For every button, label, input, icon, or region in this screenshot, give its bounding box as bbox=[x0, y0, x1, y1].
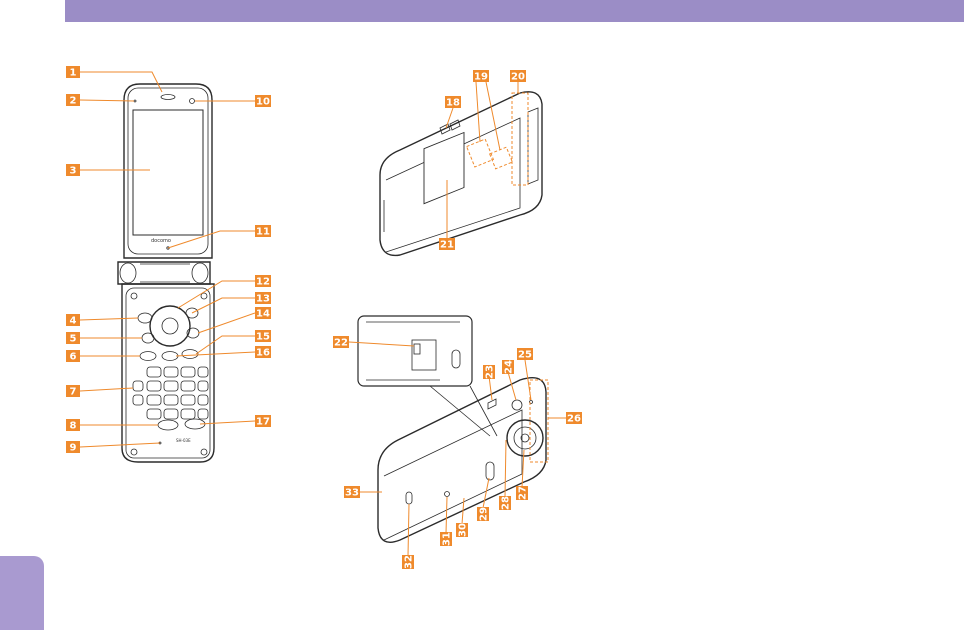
svg-text:28: 28 bbox=[501, 496, 512, 510]
callout-33: 33 bbox=[344, 486, 360, 499]
svg-text:8: 8 bbox=[70, 421, 77, 432]
callout-31: 31 bbox=[440, 532, 453, 546]
svg-text:26: 26 bbox=[567, 414, 581, 425]
callout-21: 21 bbox=[439, 238, 455, 251]
svg-text:30: 30 bbox=[458, 523, 469, 537]
svg-text:16: 16 bbox=[256, 348, 270, 359]
closed-phone-top-illustration bbox=[380, 92, 542, 256]
svg-text:1: 1 bbox=[70, 68, 77, 79]
svg-text:33: 33 bbox=[345, 488, 359, 499]
svg-text:6: 6 bbox=[70, 352, 77, 363]
svg-text:2: 2 bbox=[70, 96, 77, 107]
callout-29: 29 bbox=[477, 507, 490, 521]
svg-text:5: 5 bbox=[70, 334, 77, 345]
callout-10: 10 bbox=[255, 95, 271, 108]
callout-15: 15 bbox=[255, 330, 271, 343]
callout-27: 27 bbox=[516, 486, 529, 500]
svg-text:24: 24 bbox=[504, 360, 515, 374]
callout-2: 2 bbox=[66, 94, 80, 107]
battery-detail-inset bbox=[358, 316, 472, 386]
svg-text:25: 25 bbox=[518, 350, 532, 361]
brand-logo: docomo bbox=[151, 238, 171, 244]
svg-text:32: 32 bbox=[404, 555, 415, 569]
svg-text:31: 31 bbox=[442, 532, 453, 546]
callout-32: 32 bbox=[402, 555, 415, 569]
callout-24: 24 bbox=[502, 360, 515, 374]
svg-text:10: 10 bbox=[256, 97, 270, 108]
svg-text:21: 21 bbox=[440, 240, 454, 251]
svg-text:4: 4 bbox=[70, 316, 77, 327]
svg-text:3: 3 bbox=[70, 166, 77, 177]
callout-13: 13 bbox=[255, 292, 271, 305]
svg-text:20: 20 bbox=[511, 72, 525, 83]
callout-4: 4 bbox=[66, 314, 80, 327]
callout-12: 12 bbox=[255, 275, 271, 288]
svg-text:13: 13 bbox=[256, 294, 270, 305]
main-display bbox=[133, 110, 203, 235]
svg-text:22: 22 bbox=[334, 338, 348, 349]
svg-text:11: 11 bbox=[256, 227, 270, 238]
callout-23: 23 bbox=[483, 365, 496, 379]
callout-5: 5 bbox=[66, 332, 80, 345]
callout-14: 14 bbox=[255, 307, 271, 320]
callout-16: 16 bbox=[255, 346, 271, 359]
model-label: SH-03E bbox=[176, 438, 191, 443]
callout-20: 20 bbox=[510, 70, 526, 83]
svg-text:7: 7 bbox=[70, 387, 77, 398]
callout-19: 19 bbox=[473, 70, 489, 83]
dpad-ring bbox=[150, 306, 190, 346]
callout-18: 18 bbox=[445, 96, 461, 109]
callout-9: 9 bbox=[66, 441, 80, 454]
callout-30: 30 bbox=[456, 523, 469, 537]
callout-6: 6 bbox=[66, 350, 80, 363]
svg-text:12: 12 bbox=[256, 277, 270, 288]
earpiece bbox=[161, 95, 175, 100]
callout-28: 28 bbox=[499, 496, 512, 510]
callout-11: 11 bbox=[255, 225, 271, 238]
callout-7: 7 bbox=[66, 385, 80, 398]
svg-text:29: 29 bbox=[479, 507, 490, 521]
callout-1: 1 bbox=[66, 66, 80, 79]
svg-text:9: 9 bbox=[70, 443, 77, 454]
callout-17: 17 bbox=[255, 415, 271, 428]
svg-text:23: 23 bbox=[485, 365, 496, 379]
callout-26: 26 bbox=[566, 412, 582, 425]
camera-lens bbox=[507, 420, 543, 456]
callout-25: 25 bbox=[517, 348, 533, 361]
svg-text:19: 19 bbox=[474, 72, 488, 83]
callout-22: 22 bbox=[333, 336, 349, 349]
svg-text:15: 15 bbox=[256, 332, 270, 343]
svg-text:17: 17 bbox=[256, 417, 270, 428]
open-phone-illustration: docomo bbox=[118, 84, 214, 462]
svg-text:14: 14 bbox=[256, 309, 270, 320]
callout-8: 8 bbox=[66, 419, 80, 432]
svg-text:27: 27 bbox=[518, 486, 529, 500]
svg-text:18: 18 bbox=[446, 98, 460, 109]
callout-3: 3 bbox=[66, 164, 80, 177]
